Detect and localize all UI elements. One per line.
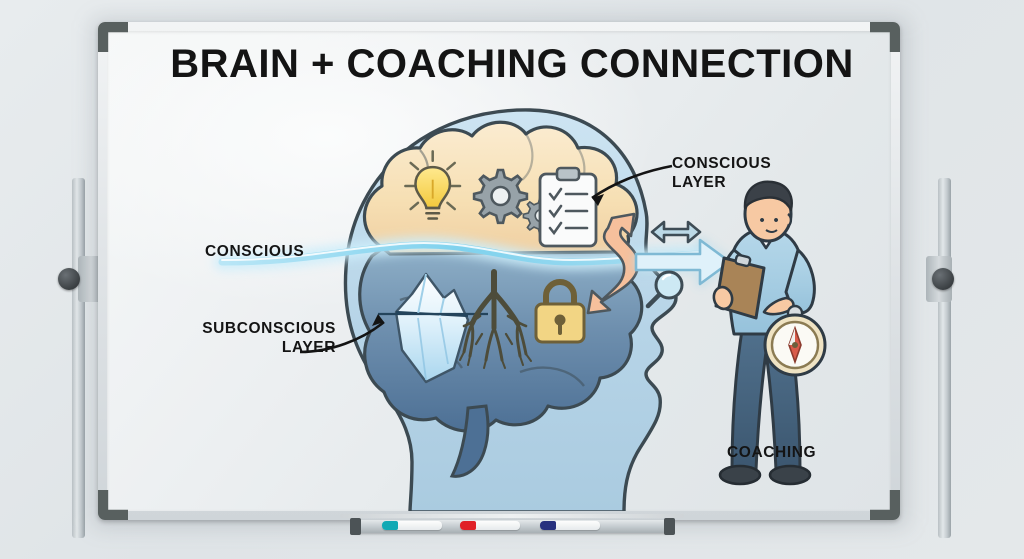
red-marker[interactable] [460, 521, 520, 530]
coach-figure [712, 180, 827, 486]
stand-knob-right[interactable] [932, 268, 954, 290]
lightbulb-icon [404, 150, 462, 220]
teal-marker[interactable] [382, 521, 442, 530]
iceberg-icon [378, 272, 488, 384]
callout-conscious: CONSCIOUS [205, 243, 305, 260]
outflow-arrow-icon [634, 238, 732, 286]
tree-roots-icon [459, 269, 532, 369]
callout-coaching: COACHING [727, 444, 817, 461]
clipboard-checklist-icon [538, 166, 598, 248]
callout-conscious-layer: CONSCIOUS LAYER [672, 155, 772, 191]
layer-exchange-double-arrow [586, 212, 640, 315]
padlock-icon [534, 279, 586, 344]
stand-knob-left[interactable] [58, 268, 80, 290]
leader-line-subconscious-layer [299, 314, 385, 354]
bidirectional-arrow-icon [650, 220, 702, 244]
magnifier-icon [645, 270, 684, 309]
page-title: BRAIN + COACHING CONNECTION [170, 42, 854, 86]
leader-line-conscious-layer [591, 164, 673, 206]
blue-marker[interactable] [540, 521, 600, 530]
compass-icon [763, 304, 827, 377]
tray-end-cap-right [664, 518, 675, 535]
tray-end-cap-left [350, 518, 361, 535]
callout-subconscious-layer: SUBCONSCIOUS LAYER [202, 320, 336, 356]
marker-tray-rail [340, 514, 684, 518]
teal-marker-cap [382, 521, 398, 530]
blue-marker-cap [540, 521, 556, 530]
red-marker-cap [460, 521, 476, 530]
